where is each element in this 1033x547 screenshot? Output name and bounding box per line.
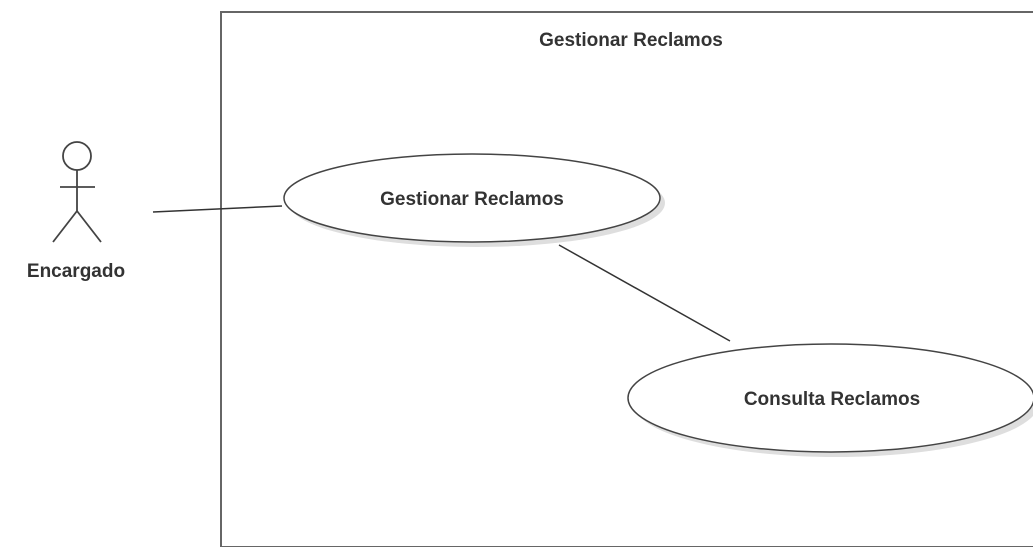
stick-figure-icon: [52, 141, 102, 243]
use-case-consulta-reclamos[interactable]: Consulta Reclamos: [627, 343, 1033, 457]
use-case-label: Consulta Reclamos: [744, 389, 920, 410]
use-case-ellipse: [283, 153, 661, 243]
actor-name: Encargado: [27, 261, 125, 282]
system-boundary-title: Gestionar Reclamos: [539, 30, 723, 51]
system-boundary-frame: [220, 11, 1033, 547]
association-gestionar-consulta[interactable]: [558, 244, 731, 342]
use-case-gestionar-reclamos[interactable]: Gestionar Reclamos: [283, 153, 665, 247]
use-case-label: Gestionar Reclamos: [380, 189, 564, 210]
system-boundary[interactable]: Gestionar Reclamos: [220, 11, 1033, 547]
use-case-ellipse: [627, 343, 1033, 453]
association-actor-gestionar[interactable]: [152, 205, 283, 213]
actor-encargado[interactable]: Encargado: [27, 141, 125, 282]
